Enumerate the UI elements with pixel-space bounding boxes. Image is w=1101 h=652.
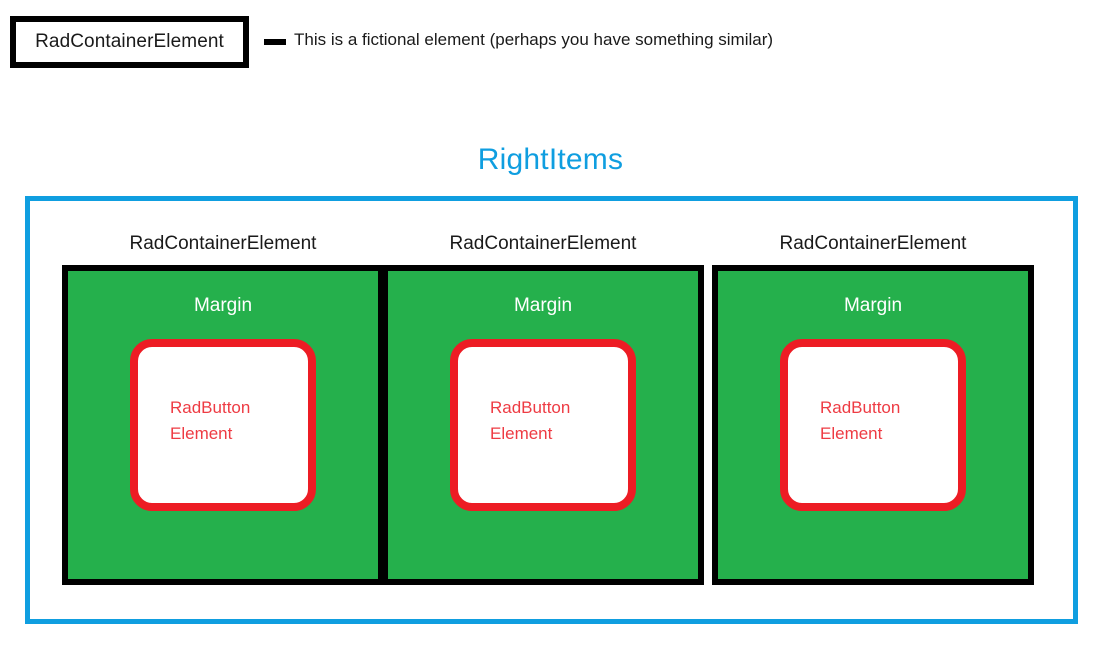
container-panel-1: RadContainerElement Margin RadButton Ele… bbox=[62, 223, 384, 585]
rad-button-element[interactable]: RadButton Element bbox=[780, 339, 966, 511]
container-panel-3: RadContainerElement Margin RadButton Ele… bbox=[712, 223, 1034, 585]
margin-box: Margin RadButton Element bbox=[62, 265, 384, 585]
margin-label: Margin bbox=[843, 295, 903, 316]
rad-button-element[interactable]: RadButton Element bbox=[130, 339, 316, 511]
container-panel-label: RadContainerElement bbox=[779, 233, 967, 254]
container-panel-2: RadContainerElement Margin RadButton Ele… bbox=[382, 223, 704, 585]
page-title: RightItems bbox=[477, 143, 624, 176]
legend-note-text: This is a fictional element (perhaps you… bbox=[294, 30, 774, 49]
legend-row: RadContainerElement This is a fictional … bbox=[0, 0, 1101, 90]
legend-sample-box-label: RadContainerElement bbox=[35, 31, 224, 52]
rad-button-label: RadButton Element bbox=[490, 398, 571, 443]
margin-box: Margin RadButton Element bbox=[382, 265, 704, 585]
container-panel-label: RadContainerElement bbox=[129, 233, 317, 254]
margin-box: Margin RadButton Element bbox=[712, 265, 1034, 585]
container-panel-label: RadContainerElement bbox=[449, 233, 637, 254]
rad-button-label: RadButton Element bbox=[820, 398, 901, 443]
margin-label: Margin bbox=[513, 295, 573, 316]
rad-button-element[interactable]: RadButton Element bbox=[450, 339, 636, 511]
dash-icon bbox=[264, 39, 286, 45]
panels-row: RadContainerElement Margin RadButton Ele… bbox=[30, 201, 1073, 619]
right-items-container: RadContainerElement Margin RadButton Ele… bbox=[25, 196, 1078, 624]
margin-label: Margin bbox=[193, 295, 253, 316]
legend-sample-box: RadContainerElement bbox=[10, 16, 249, 68]
rad-button-label: RadButton Element bbox=[170, 398, 251, 443]
